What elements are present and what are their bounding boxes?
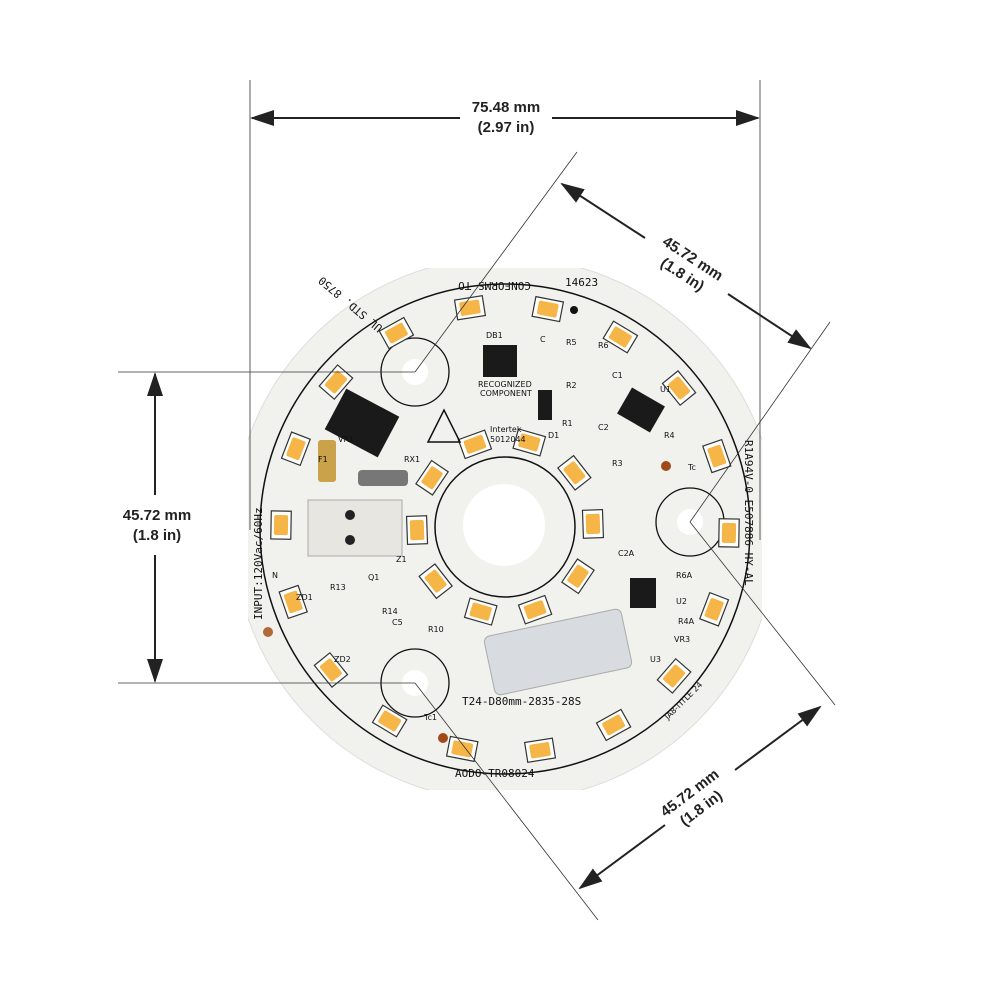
component-label: Tc1 xyxy=(423,713,437,722)
component-label: DB1 xyxy=(486,331,503,340)
led-chip xyxy=(718,518,740,548)
model-text: T24-D80mm-2835-28S xyxy=(462,695,581,708)
component-label: N xyxy=(272,571,278,580)
cert-text: 5012044 xyxy=(490,435,526,444)
height-dimension: 45.72 mm (1.8 in) xyxy=(123,372,191,683)
code-text: AODO-TR08024 xyxy=(455,767,535,780)
component-label: U2 xyxy=(676,597,687,606)
component-label: VR3 xyxy=(674,635,690,644)
component-label: R13 xyxy=(330,583,346,592)
led-chip xyxy=(270,510,292,540)
component-label: D1 xyxy=(548,431,559,440)
led-chip xyxy=(698,591,730,627)
led-chip xyxy=(595,708,632,742)
tc-point xyxy=(661,461,671,471)
intertek-text: Intertek xyxy=(490,425,522,434)
conforms-text: CONFORMS TO xyxy=(458,279,531,292)
led-chip xyxy=(445,735,479,763)
diode-d1 xyxy=(538,390,552,420)
component-label: U1 xyxy=(660,385,671,394)
led-chip xyxy=(531,295,565,323)
led-chip xyxy=(602,320,639,354)
led-chip xyxy=(405,515,429,546)
recognized-text: RECOGNIZED xyxy=(478,380,532,389)
inner-ring xyxy=(434,456,576,598)
component-label: R14 xyxy=(382,607,398,616)
component-label: ZD2 xyxy=(334,655,351,664)
led-chip xyxy=(415,459,449,496)
led-chip xyxy=(581,508,605,539)
width-in: (2.97 in) xyxy=(478,119,535,136)
led-chip xyxy=(702,438,732,474)
ic-u1 xyxy=(617,387,665,433)
fuse-f1 xyxy=(318,440,336,482)
bridge-rectifier-db1 xyxy=(483,345,517,377)
capacitor-c xyxy=(483,608,633,696)
resistor-rx1 xyxy=(358,470,408,486)
led-chip xyxy=(318,364,354,401)
led-chip xyxy=(457,429,493,460)
led-chip xyxy=(656,657,692,694)
tc1-point xyxy=(438,733,448,743)
led-chip xyxy=(280,431,312,467)
component-label: U3 xyxy=(650,655,661,664)
led-pcb-board: CONFORMS TO UL STD. 8750 14623 INPUT:120… xyxy=(248,268,762,790)
component-label: Tc xyxy=(687,463,696,472)
component-label: R1 xyxy=(562,419,573,428)
component-label: R3 xyxy=(612,459,623,468)
component-label: C1 xyxy=(612,371,623,380)
component-label: R10 xyxy=(428,625,444,634)
component-label: VR1 xyxy=(338,435,354,444)
component-label: R6A xyxy=(676,571,693,580)
ic-u2 xyxy=(630,578,656,608)
led-chip xyxy=(561,558,595,595)
led-chip xyxy=(278,584,308,620)
height-mm: 45.72 mm xyxy=(123,507,191,524)
component-label: C2A xyxy=(618,549,635,558)
component-label: R6 xyxy=(598,341,609,350)
component-label: RX1 xyxy=(404,455,420,464)
led-chip xyxy=(453,295,487,321)
width-dimension: 75.48 mm (2.97 in) xyxy=(250,99,760,136)
led-chip xyxy=(418,563,453,600)
component-label: ZD1 xyxy=(296,593,313,602)
component-label: R4A xyxy=(678,617,695,626)
component-label: F1 xyxy=(318,455,328,464)
component-label: Z1 xyxy=(396,555,407,564)
component-label: C5 xyxy=(392,618,403,627)
component-label: C2 xyxy=(598,423,609,432)
warning-icon xyxy=(426,408,462,443)
part-number: 14623 xyxy=(565,276,598,289)
led-chip xyxy=(517,594,553,625)
led-chip xyxy=(371,704,408,738)
led-chip xyxy=(557,454,592,491)
led-chip xyxy=(512,428,547,457)
led-chip xyxy=(523,737,557,763)
rating-text: R1A94V-0 E507886 HY-AL xyxy=(742,440,755,586)
led-chip xyxy=(313,651,349,688)
component-label: C xyxy=(540,335,546,344)
led-chip xyxy=(661,370,697,407)
height-in: (1.8 in) xyxy=(133,527,181,544)
led-chip xyxy=(463,597,498,626)
component-label: R4 xyxy=(664,431,675,440)
width-mm: 75.48 mm xyxy=(472,99,540,116)
component-label: R5 xyxy=(566,338,577,347)
extension-lines xyxy=(118,80,836,921)
component-label: Q1 xyxy=(368,573,379,582)
component-text: COMPONENT xyxy=(480,389,532,398)
varistor-vr1 xyxy=(324,388,400,458)
center-hole xyxy=(463,484,545,566)
input-rating: INPUT:120Vac/60Hz xyxy=(252,507,265,620)
led-chip xyxy=(378,316,415,350)
input-connector-z1 xyxy=(307,499,403,557)
component-label: R2 xyxy=(566,381,577,390)
